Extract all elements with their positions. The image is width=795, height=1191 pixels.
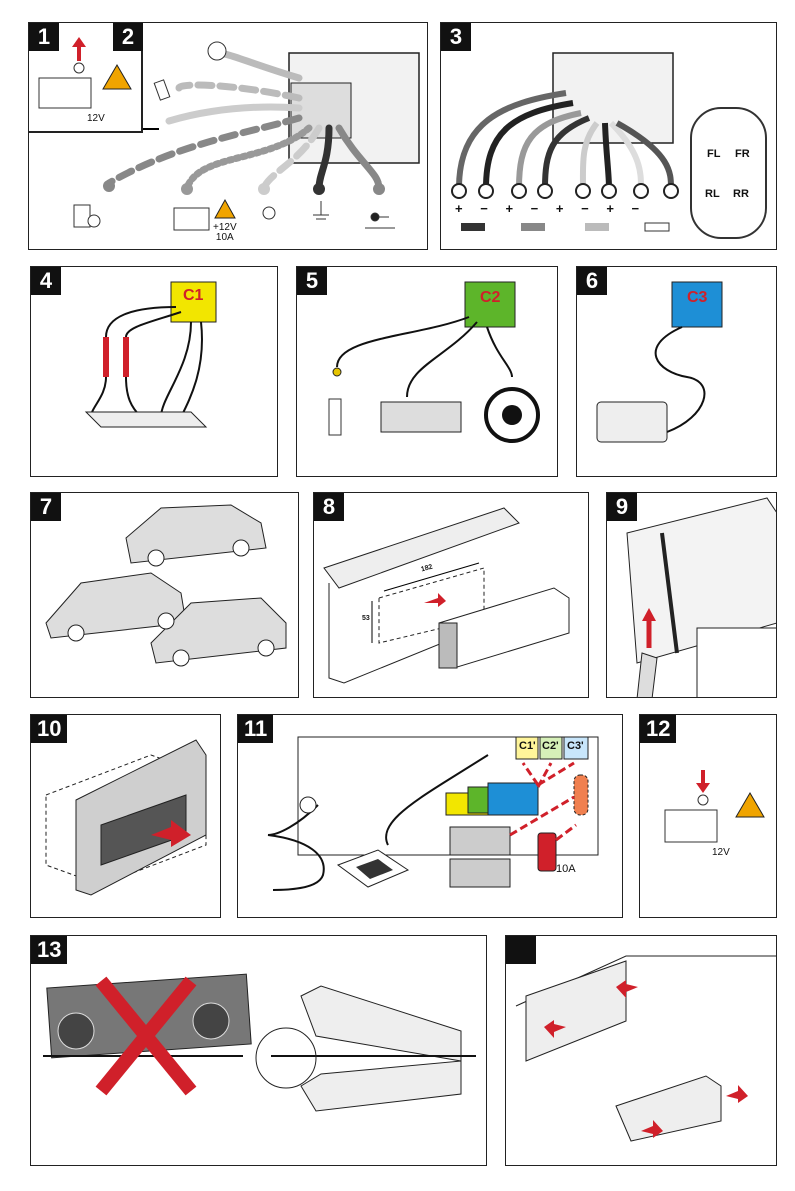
panel-1-disconnect-battery: 1 12V <box>29 23 143 133</box>
angle-detail-circle <box>255 1027 317 1089</box>
panel-number: 13 <box>31 936 68 964</box>
phone-icon <box>328 398 342 436</box>
plus-label: + <box>455 201 463 216</box>
power-fuse: 10A <box>215 232 234 243</box>
battery-icon <box>173 207 210 231</box>
slot-c1-label: C1' <box>519 740 536 752</box>
connector-c3-label: C3 <box>687 289 708 306</box>
panel-number: 6 <box>577 267 607 295</box>
panel-3-speakers: 3 + − + − + − + − FL FR RL RR <box>440 22 777 250</box>
detail-inset <box>696 627 776 697</box>
panel-9-bend-tabs: 9 <box>606 492 777 698</box>
panel-12-reconnect-battery: 12 12V <box>639 714 777 918</box>
polarity-labels: + − + − + − + − <box>455 201 639 216</box>
panel-6-c3: 6 C3 <box>576 266 777 477</box>
panel-14-removal <box>505 935 777 1166</box>
car-top-view <box>690 107 767 239</box>
speaker-icons <box>461 222 670 232</box>
panel-number: 1 <box>29 23 59 51</box>
amplifier <box>84 411 208 428</box>
ground-icon <box>313 201 329 220</box>
panel-5-c2: 5 C2 <box>296 266 558 477</box>
battery-icon <box>38 77 92 109</box>
speaker-fl: FL <box>707 148 721 160</box>
minus-label: − <box>480 201 488 216</box>
panel-number <box>506 936 536 964</box>
panel-4-c1: 4 C1 <box>30 266 278 477</box>
plus-label: + <box>505 201 514 216</box>
fuse-label: 10A <box>556 863 576 875</box>
panel-13-mounting-angle: 13 <box>30 935 487 1166</box>
panel-number: 11 <box>238 715 274 743</box>
warning-icon <box>735 792 765 818</box>
panel-11-connect: 11 C1' C2' C3' 10A <box>237 714 623 918</box>
power-voltage: +12V <box>213 222 237 233</box>
connector-c2-label: C2 <box>480 289 501 306</box>
fuse-icon <box>537 832 557 872</box>
panel-number: 12 <box>640 715 677 743</box>
speaker-fr: FR <box>735 148 750 160</box>
panel-number: 7 <box>31 493 61 521</box>
arrow-down-icon <box>696 783 710 793</box>
panel-number: 5 <box>297 267 327 295</box>
minus-label: − <box>530 201 539 216</box>
warning-icon <box>102 64 132 90</box>
slot-c2-label: C2' <box>542 740 559 752</box>
arrow-up-icon <box>72 37 86 47</box>
plus-label: + <box>606 201 614 216</box>
speaker-rr: RR <box>733 188 749 200</box>
panel-number: 10 <box>31 715 68 743</box>
panel-number: 9 <box>607 493 637 521</box>
connector-c1-label: C1 <box>183 287 204 304</box>
wiring-diagram <box>73 41 420 231</box>
voltage-label: 12V <box>87 113 105 124</box>
speaker-rl: RL <box>705 188 720 200</box>
antenna-icon <box>73 204 91 228</box>
cross-icon <box>95 976 197 1096</box>
antenna-socket <box>299 796 317 814</box>
height-dimension: 53 <box>362 615 370 622</box>
panel-10-dashboard-cover: 10 <box>30 714 221 918</box>
radio-icon <box>207 41 227 61</box>
arrow-up-icon <box>642 608 656 621</box>
panel-number: 3 <box>441 23 471 51</box>
panel-number: 4 <box>31 267 61 295</box>
battery-icon <box>664 809 718 843</box>
push-arrow-icon <box>151 820 191 847</box>
minus-label: − <box>631 201 640 216</box>
panel-number: 2 <box>113 23 143 51</box>
minus-label: − <box>581 201 589 216</box>
screwdriver <box>636 652 658 697</box>
panel-7-vehicles: 7 <box>30 492 299 698</box>
module-box <box>380 401 462 433</box>
panel-number: 8 <box>314 493 344 521</box>
key-arrow-icon <box>616 980 638 998</box>
plus-label: + <box>555 201 564 216</box>
light-icon <box>262 206 276 220</box>
voltage-label: 12V <box>712 847 730 858</box>
cd-changer <box>596 401 668 443</box>
ignition-key-icon <box>365 212 395 229</box>
car-illustrations <box>45 504 287 667</box>
slot-c3-label: C3' <box>567 740 584 752</box>
warning-icon <box>214 198 236 219</box>
panel-8-mounting-cage: 8 182 53 <box>313 492 589 698</box>
insert-arrow-icon <box>424 593 446 607</box>
phone-icon <box>153 79 171 101</box>
